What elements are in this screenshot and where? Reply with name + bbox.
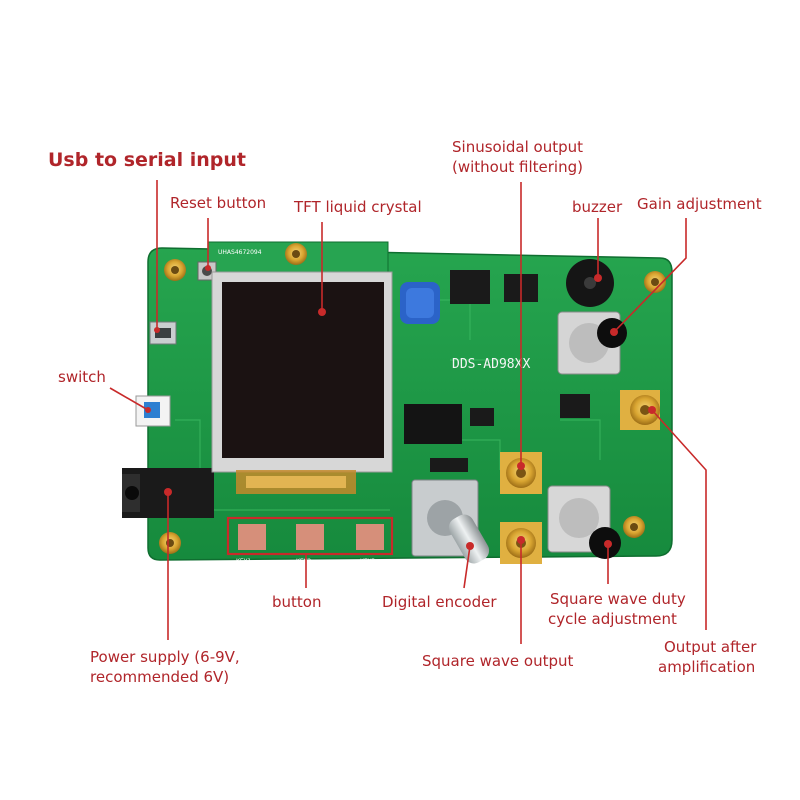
usb-connector [149, 321, 177, 345]
key1-silk: KEY1 [236, 558, 251, 565]
label-sin-output-line2: (without filtering) [452, 158, 583, 176]
key3-silk: KEY3 [360, 558, 375, 565]
labels: Usb to serial input Reset button TFT liq… [48, 138, 762, 686]
integrated-circuits [404, 270, 590, 472]
label-gain-adjustment: Gain adjustment [637, 195, 762, 213]
key3-part: KEY3 [356, 524, 384, 565]
label-tft-lcd: TFT liquid crystal [293, 198, 422, 216]
label-power-supply-line1: Power supply (6-9V, [90, 648, 240, 666]
mounting-holes [159, 243, 666, 554]
label-usb-serial: Usb to serial input [48, 149, 246, 171]
label-reset-button: Reset button [170, 194, 266, 212]
label-digital-encoder: Digital encoder [382, 593, 497, 611]
tft-lcd [211, 271, 393, 494]
capacitor [400, 282, 440, 324]
label-buzzer: buzzer [572, 198, 623, 216]
label-output-amp-line1: Output after [664, 638, 757, 656]
label-switch: switch [58, 368, 106, 386]
duty-potentiometer [547, 485, 621, 559]
label-sin-output-line1: Sinusoidal output [452, 138, 583, 156]
gain-potentiometer [557, 311, 627, 375]
svg-text:UHAS4672094: UHAS4672094 [218, 249, 262, 256]
label-square-duty-line1: Square wave duty [550, 590, 686, 608]
label-power-supply-line2: recommended 6V) [90, 668, 229, 686]
label-square-output: Square wave output [422, 652, 574, 670]
key2-part: KEY2 [296, 524, 324, 565]
label-output-amp-line2: amplification [658, 658, 755, 676]
board-model: DDS-AD98XX [452, 357, 530, 372]
key2-silk: KEY2 [296, 558, 311, 565]
label-button: button [272, 593, 321, 611]
rotary-encoder [411, 479, 490, 564]
slide-switch [135, 395, 171, 427]
buzzer-part [566, 259, 614, 307]
label-square-duty-line2: cycle adjustment [548, 610, 677, 628]
key-buttons: KEY1 KEY2 KEY3 [226, 516, 394, 565]
leader-lines [109, 180, 707, 644]
key1-part: KEY1 [236, 524, 266, 565]
